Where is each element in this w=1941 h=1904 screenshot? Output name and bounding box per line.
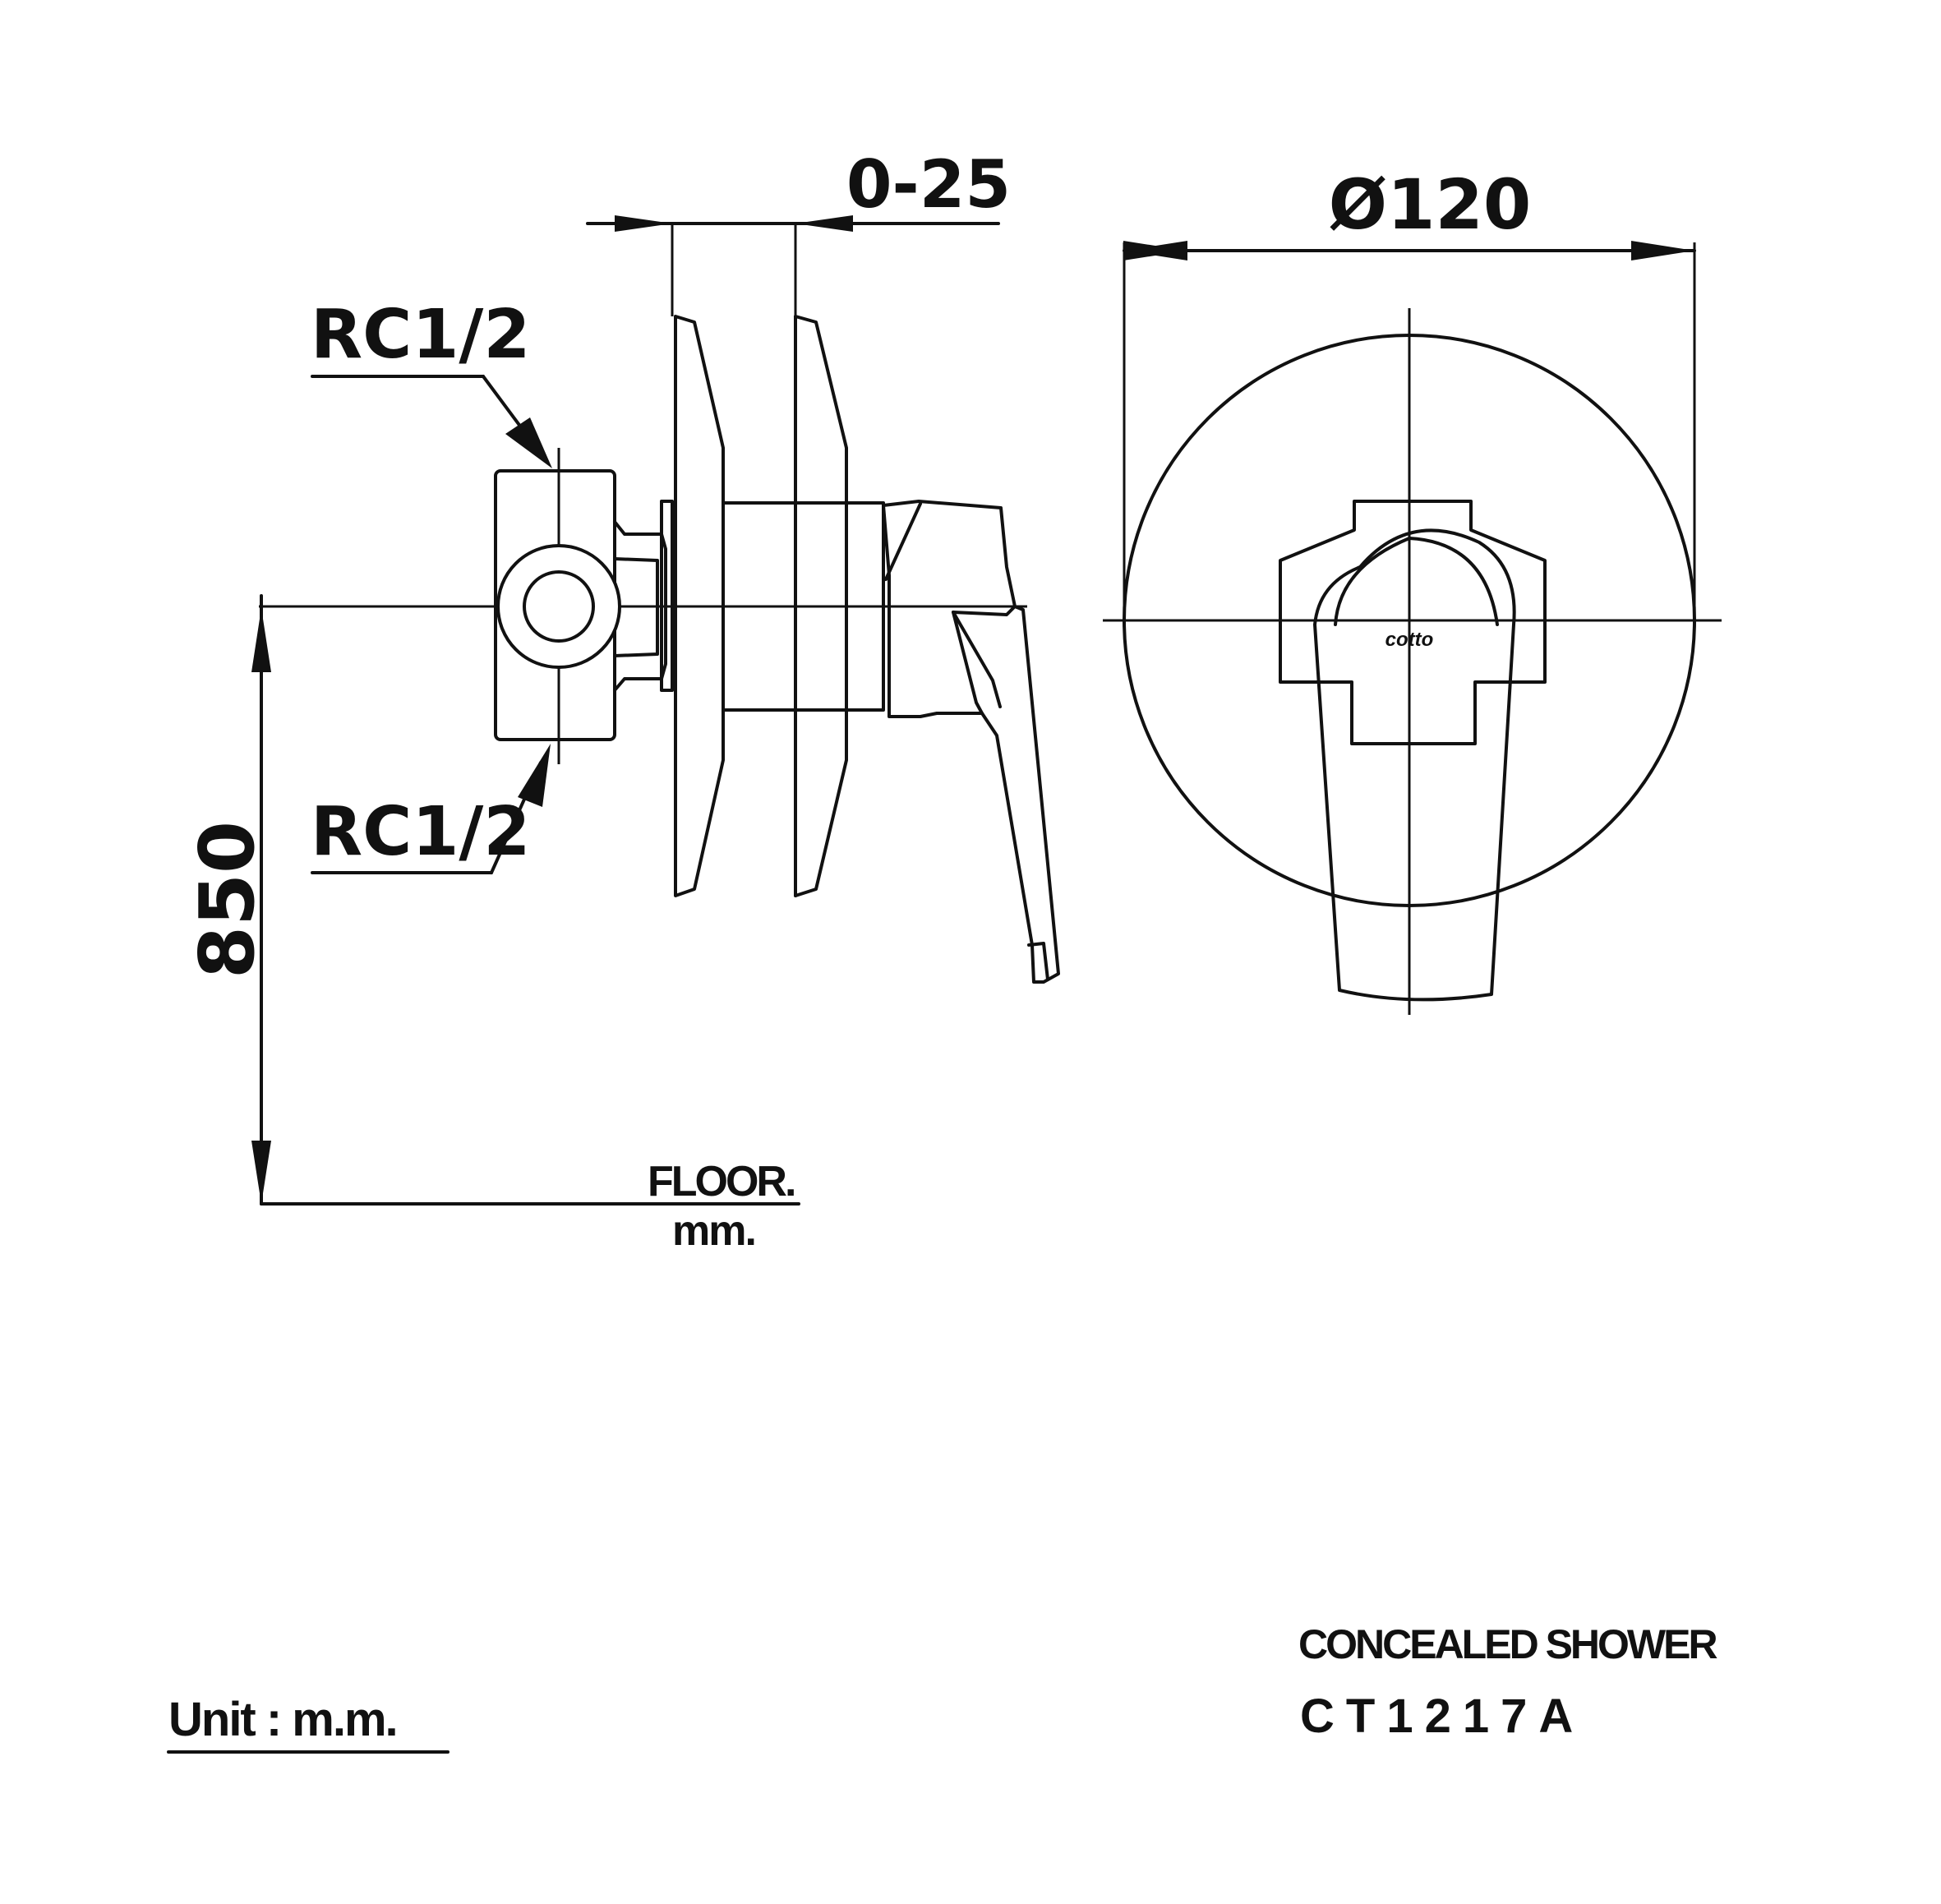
- inlet-top-label: RC1/2: [311, 296, 530, 374]
- cartridge-housing: [1279, 500, 1547, 745]
- lever-handle: [882, 500, 1060, 984]
- inlet-top-callout: RC1/2: [311, 296, 560, 493]
- model-number: CT1217A: [1300, 1690, 1584, 1743]
- title-block: CONCEALED SHOWER CT1217A: [1298, 1621, 1720, 1743]
- front-lever: [1313, 528, 1516, 1002]
- height-dimension: 850: [183, 594, 271, 1206]
- cover-plate-front: [794, 315, 848, 897]
- cover-plate-rear: [674, 315, 725, 897]
- valve-body: [494, 448, 674, 764]
- side-view: 0-25 RC1/2 RC1/2 850 FLOOR. m: [183, 146, 1060, 1255]
- diameter-dimension: Ø120: [1123, 164, 1696, 620]
- floor-label: FLOOR.: [648, 1158, 794, 1206]
- product-title: CONCEALED SHOWER: [1298, 1621, 1717, 1667]
- spindle-sleeve: [722, 501, 885, 712]
- diameter-dimension-label: Ø120: [1329, 164, 1532, 245]
- handle-logo: cotto: [1385, 629, 1434, 651]
- unit-note: Unit : m.m.: [167, 1693, 450, 1754]
- inlet-bottom-label: RC1/2: [311, 793, 530, 871]
- height-dimension-label: 850: [183, 821, 271, 979]
- depth-dimension-label: 0-25: [846, 146, 1011, 223]
- depth-dimension: 0-25: [586, 146, 1011, 316]
- unit-note-text: Unit : m.m.: [168, 1693, 397, 1746]
- floor-reference: FLOOR. mm.: [260, 1158, 800, 1255]
- floor-unit-label: mm.: [672, 1207, 755, 1255]
- inlet-bottom-callout: RC1/2: [311, 744, 551, 874]
- front-view: cotto Ø120: [1103, 164, 1722, 1015]
